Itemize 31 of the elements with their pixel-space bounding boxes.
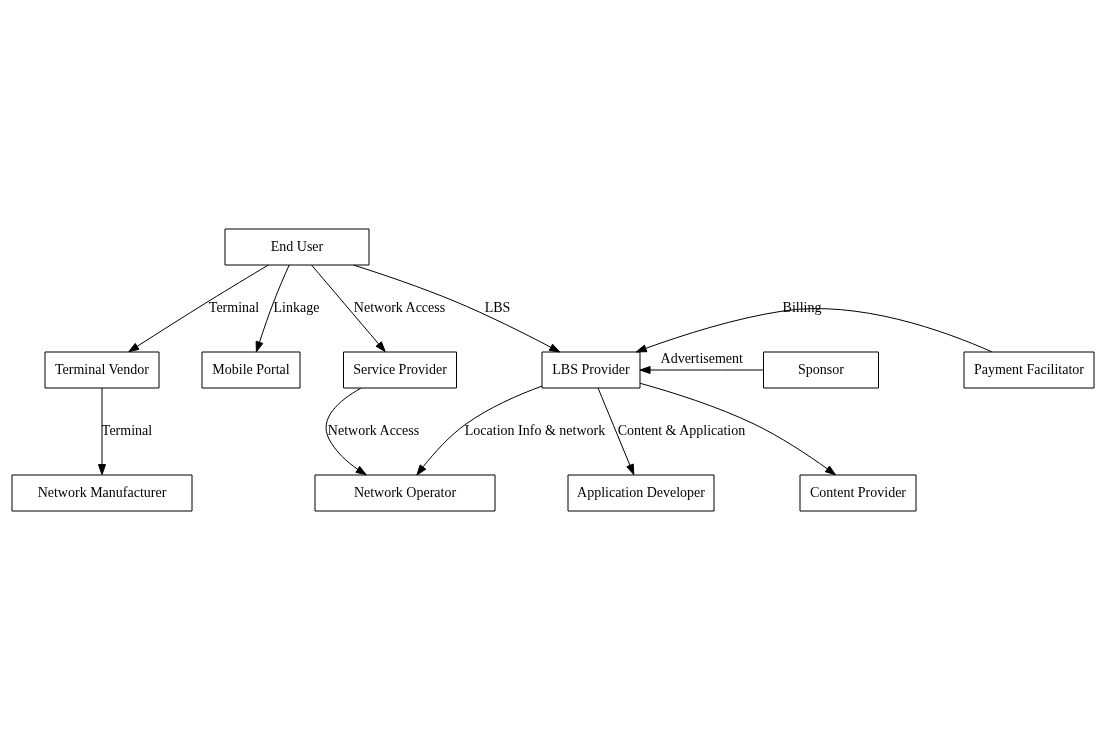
arrow — [639, 366, 764, 374]
arrow — [639, 382, 836, 476]
edge-label: Linkage — [273, 300, 320, 316]
node-box: Content Provider — [799, 474, 917, 512]
node-box: End User — [224, 228, 370, 266]
arrow — [128, 264, 269, 353]
node-box: Network Operator — [314, 474, 496, 512]
arrow — [325, 387, 367, 476]
node-box: LBS Provider — [541, 351, 641, 389]
node-box: Mobile Portal — [201, 351, 301, 389]
node-box: Network Manufacturer — [11, 474, 193, 512]
node-box: Payment Facilitator — [963, 351, 1095, 389]
arrow — [255, 264, 290, 353]
edge-label: Content & Application — [617, 423, 746, 439]
edge-label: Terminal — [208, 300, 260, 316]
edge-label: Network Access — [353, 300, 446, 316]
node-box: Application Developer — [567, 474, 715, 512]
arrow — [416, 385, 543, 476]
arrow — [353, 264, 561, 353]
edge-label: Location Info & network — [464, 423, 606, 439]
arrow — [635, 308, 993, 353]
node-box: Terminal Vendor — [44, 351, 160, 389]
edge-label: LBS — [484, 300, 511, 316]
edge-label: Terminal — [101, 423, 153, 439]
edge-label: Network Access — [327, 423, 420, 439]
arrow — [311, 264, 386, 353]
node-box: Sponsor — [763, 351, 879, 389]
edge-label: Advertisement — [660, 351, 743, 367]
node-box: Service Provider — [343, 351, 457, 389]
arrow — [597, 387, 635, 476]
arrow — [98, 387, 106, 476]
